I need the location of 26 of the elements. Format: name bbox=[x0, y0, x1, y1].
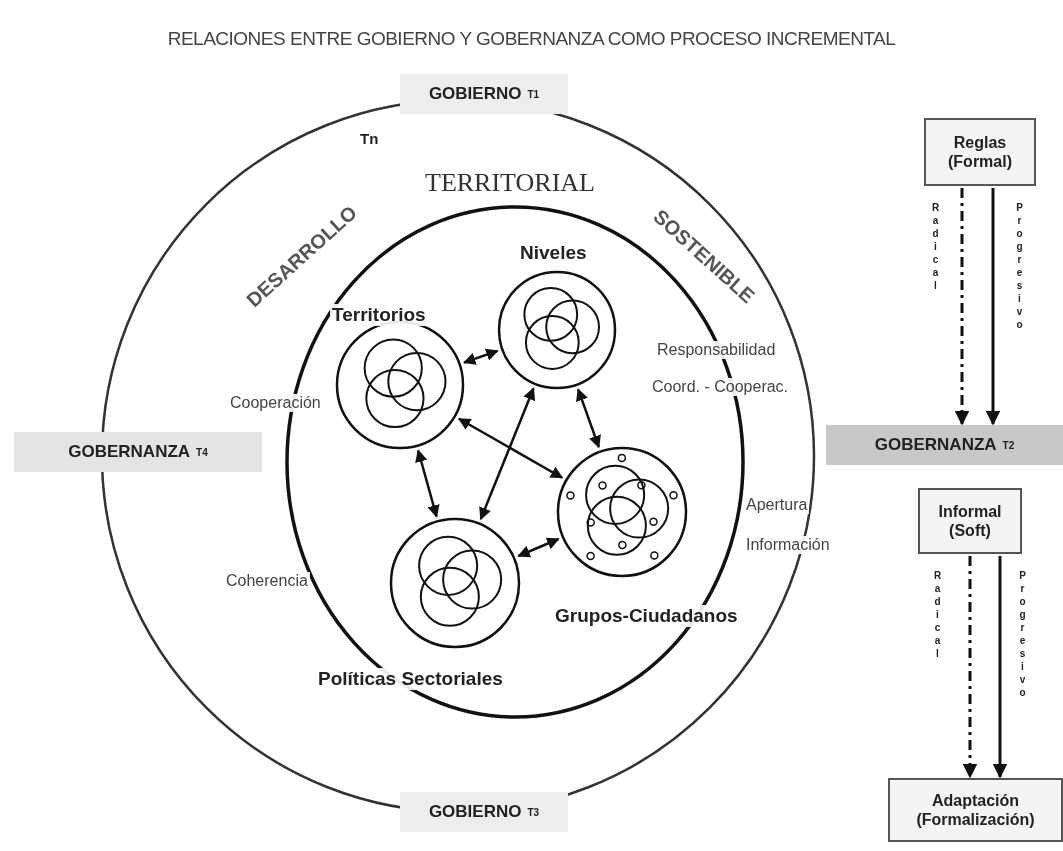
arrow bbox=[517, 537, 560, 558]
edge-label: Progresivo bbox=[1014, 202, 1025, 332]
process-box: Adaptación (Formalización) bbox=[888, 778, 1063, 842]
diagram-title: RELACIONES ENTRE GOBIERNO Y GOBERNANZA COMO PROCESO INCREMENTAL bbox=[166, 28, 897, 50]
ring-label: TERRITORIAL bbox=[425, 168, 595, 198]
arrow bbox=[576, 388, 601, 449]
arrow bbox=[954, 188, 970, 426]
edge-label: Radical bbox=[932, 570, 943, 661]
annotation-text: Cooperación bbox=[228, 394, 323, 412]
node-label: Políticas Sectoriales bbox=[316, 668, 505, 690]
annotation-text: Información bbox=[744, 536, 832, 554]
annotation-text: Responsabilidad bbox=[655, 341, 778, 359]
process-box: Reglas (Formal) bbox=[924, 118, 1036, 186]
arrow bbox=[992, 556, 1008, 779]
node-label: Grupos-Ciudadanos bbox=[553, 605, 740, 627]
arrow bbox=[985, 188, 1001, 426]
edge-label: Radical bbox=[930, 202, 941, 293]
arrow bbox=[457, 417, 564, 479]
node-label: Territorios bbox=[330, 304, 428, 326]
process-box: Informal (Soft) bbox=[918, 488, 1022, 554]
arrow bbox=[463, 348, 499, 365]
arrow bbox=[415, 449, 440, 518]
annotation-text: Apertura bbox=[744, 496, 810, 514]
arrow bbox=[479, 387, 536, 521]
edge-label: Progresivo bbox=[1017, 570, 1028, 700]
arrow bbox=[962, 556, 978, 779]
